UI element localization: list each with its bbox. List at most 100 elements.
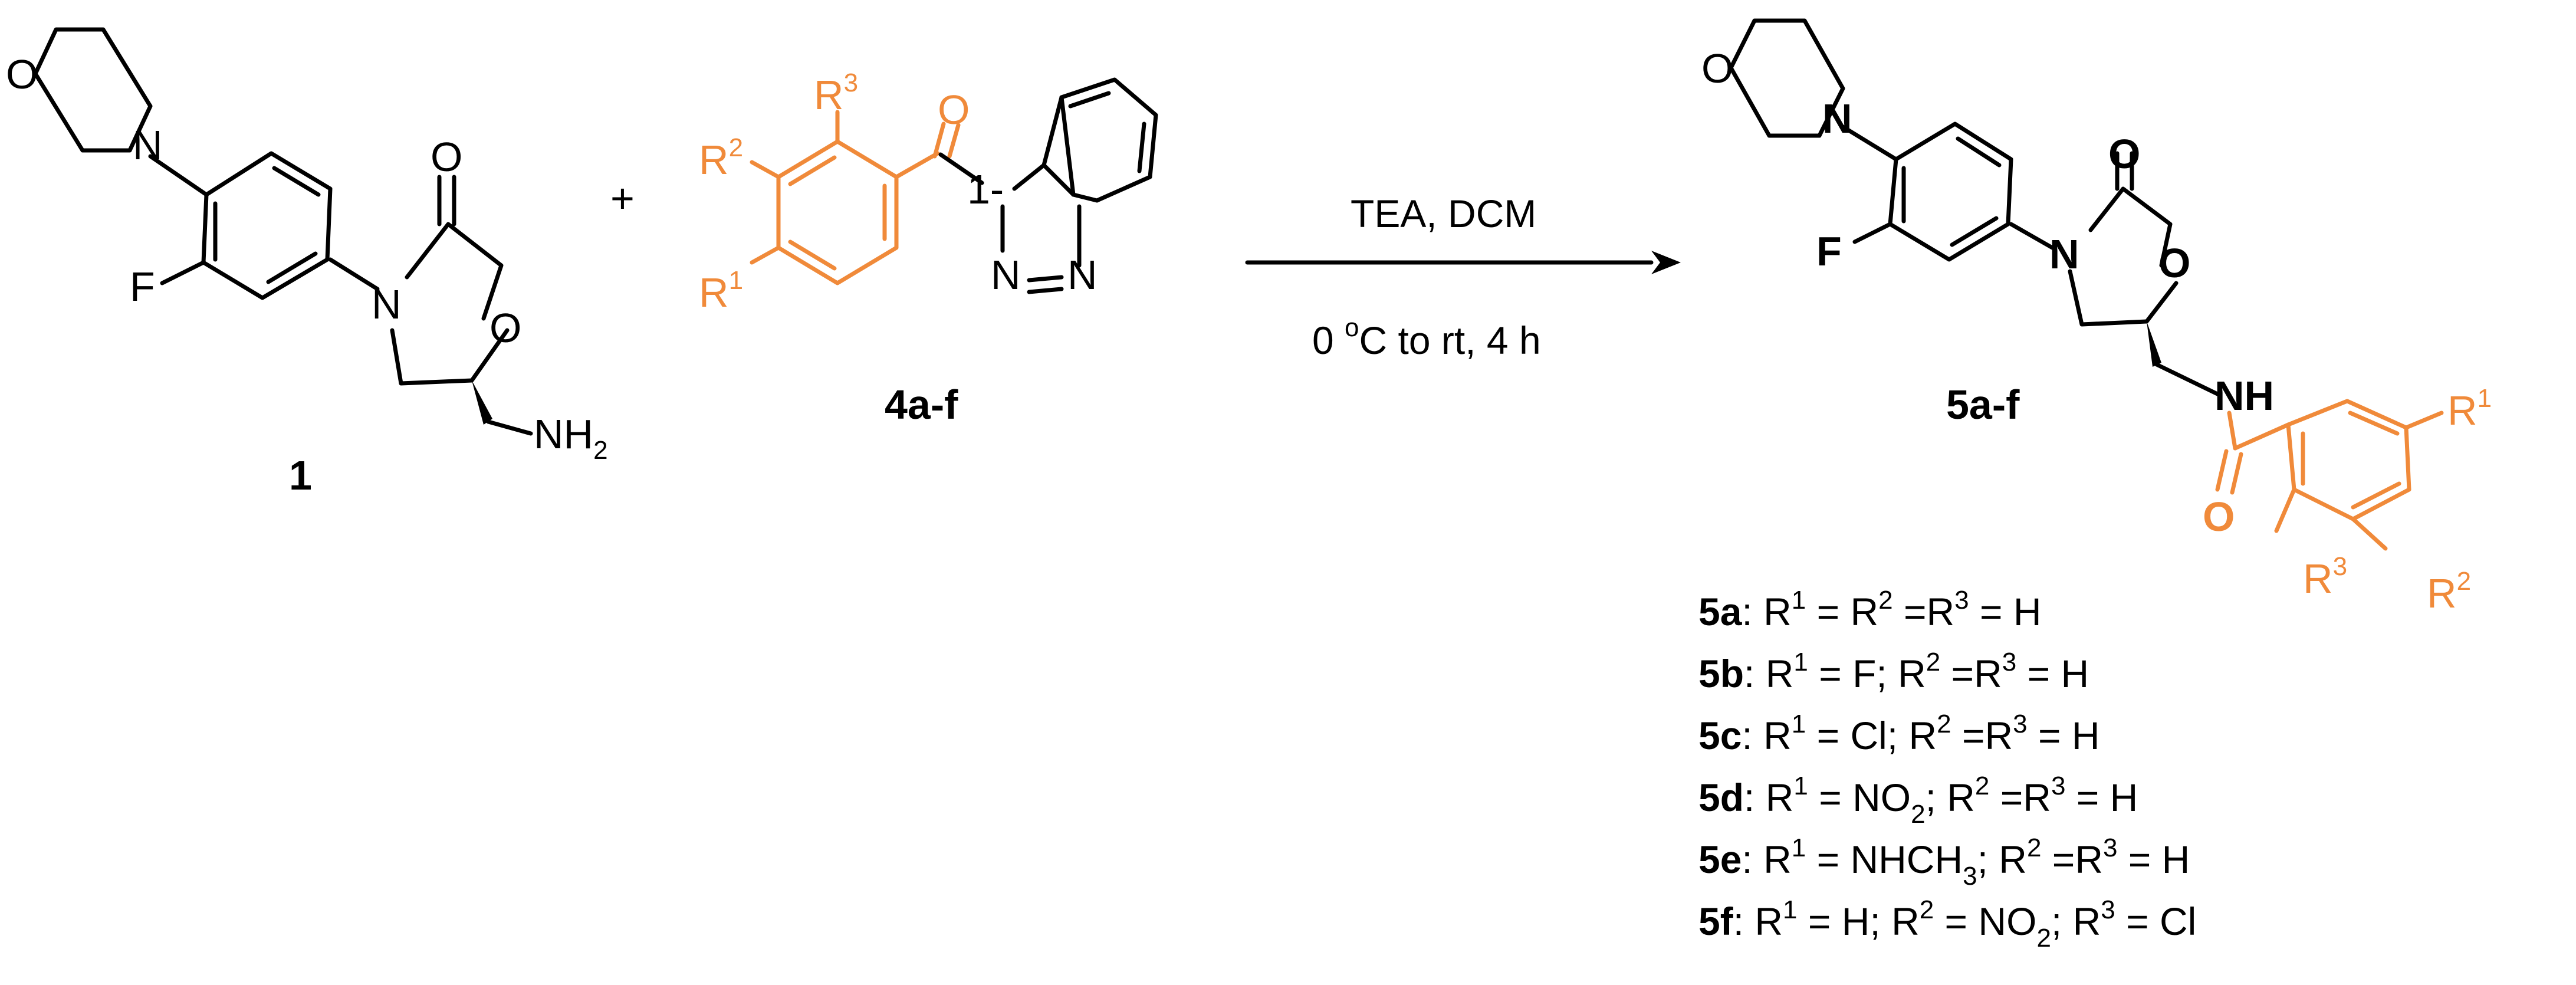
- legend-row-5c: 5c: R1 = Cl; R2 =R3 = H: [1698, 710, 2100, 757]
- arrow-head: [1651, 251, 1681, 274]
- plus-sign: +: [610, 175, 635, 221]
- legend-compound-id: 5d: [1698, 776, 1744, 819]
- morpholine-ring-bonds: [33, 27, 153, 153]
- legend-part: =R: [1989, 776, 2051, 819]
- prod-ox-n-label: N: [2049, 231, 2079, 277]
- legend-part: =R: [1940, 652, 2002, 695]
- amide-co-a: [2215, 449, 2229, 492]
- bt-double-1: [1068, 91, 1111, 109]
- legend-part: : R: [1742, 590, 1791, 633]
- prod-co-o-label: O: [2108, 131, 2140, 177]
- r1-bond: [750, 245, 781, 265]
- n-aryl-bond-2: [328, 257, 380, 291]
- amide-n-c: [2227, 411, 2237, 451]
- triazole-fuse-a: [1041, 95, 1064, 168]
- legend-part: 3: [1954, 586, 1969, 615]
- legend-part: = F; R: [1808, 652, 1926, 695]
- legend-compound-id: 5a: [1698, 590, 1743, 633]
- legend-part: = NO: [1808, 776, 1911, 819]
- prod-nh-label: NH: [2214, 373, 2274, 419]
- legend-part: ; R: [1926, 776, 1975, 819]
- prod-ox-top: [2088, 186, 2173, 268]
- legend-part: 1: [1793, 771, 1808, 800]
- legend-row-5d: 5d: R1 = NO2; R2 =R3 = H: [1698, 771, 2138, 829]
- legend-part: : R: [1742, 838, 1791, 881]
- legend-row-5e: 5e: R1 = NHCH3; R2 =R3 = H: [1698, 833, 2190, 891]
- prod-ch2-n: [2154, 362, 2220, 396]
- fluorine-label: F: [130, 264, 155, 310]
- acyl-c-o-a: [932, 122, 946, 159]
- legend-row-5a: 5a: R1 = R2 =R3 = H: [1698, 586, 2042, 633]
- legend-part: 2: [2027, 833, 2041, 862]
- legend-part: 3: [2103, 833, 2117, 862]
- legend-part: 2: [2036, 924, 2051, 953]
- phenyl-ring: [201, 151, 333, 300]
- legend-part: 3: [2013, 710, 2027, 738]
- prod-morph-o-label: O: [1701, 45, 1733, 91]
- legend-part: 3: [2101, 895, 2115, 924]
- legend-part: : R: [1744, 776, 1793, 819]
- amide-c-ar: [2233, 422, 2291, 451]
- prod-ox-o-label: O: [2158, 240, 2190, 286]
- legend-part: = H: [1969, 590, 2042, 633]
- legend-part: 3: [1963, 862, 1977, 891]
- triazole-top: [1012, 163, 1076, 197]
- prod-bz-d1: [2348, 411, 2400, 436]
- amide-co-b: [2230, 452, 2243, 495]
- reagent-4a-f: R3 R2 R1 O 1- N N 4a-f: [699, 68, 1158, 428]
- morpholine-o-label: O: [6, 51, 38, 97]
- reagent-label: 4a-f: [885, 382, 958, 428]
- r3-label: R3: [814, 68, 858, 118]
- legend-part: = H: [2016, 652, 2089, 695]
- legend-part: 2: [1926, 648, 1940, 677]
- benzoyl-ring: [776, 139, 899, 285]
- legend-part: =R: [1951, 714, 2013, 757]
- prod-wedge: [2147, 321, 2161, 367]
- prod-phenyl-d2: [1950, 216, 1999, 247]
- prod-n-aryl-2: [2009, 222, 2055, 250]
- prod-r2-label: R2: [2427, 567, 2471, 616]
- legend-part: 3: [2051, 771, 2065, 800]
- legend-part: 1: [1783, 895, 1797, 924]
- amine-label: NH2: [534, 411, 608, 465]
- triazole-n-n-2b: [1027, 287, 1064, 294]
- legend-part: 3: [2002, 648, 2016, 677]
- prod-r2-bond: [2351, 517, 2388, 551]
- stereo-wedge: [472, 380, 492, 425]
- legend-part: ; R: [1977, 838, 2027, 881]
- compound-1: O N F N O O NH2 1: [6, 27, 608, 498]
- benzoyl-double-3: [788, 239, 837, 271]
- legend-part: ; R: [2051, 899, 2101, 943]
- n-aryl-bond: [148, 154, 209, 197]
- legend-part: 1: [1792, 710, 1806, 738]
- r2-label: R2: [699, 133, 743, 183]
- legend-part: 2: [1911, 800, 1925, 829]
- legend-compound-id: 5b: [1698, 652, 1744, 695]
- phenyl-double-2: [266, 251, 318, 284]
- legend-part: 2: [1975, 771, 1989, 800]
- legend-compound-id: 5c: [1698, 714, 1742, 757]
- legend-part: = H: [2117, 838, 2190, 881]
- conditions-below: 0 oC to rt, 4 h: [1312, 313, 1541, 362]
- legend-part: =R: [2041, 838, 2103, 881]
- prod-n-aryl: [1841, 124, 1898, 162]
- bt-double-2: [1137, 122, 1146, 173]
- prod-f-label: F: [1816, 228, 1842, 274]
- legend-compound-id: 5f: [1698, 899, 1734, 943]
- r2-bond: [750, 160, 781, 179]
- triazole-n-n-2a: [1027, 275, 1064, 283]
- prod-ox-bottom: [2068, 269, 2179, 327]
- legend-part: = NHCH: [1806, 838, 1963, 881]
- substituent-legend: 5a: R1 = R2 =R3 = H5b: R1 = F; R2 =R3 = …: [1698, 586, 2196, 953]
- legend-row-5b: 5b: R1 = F; R2 =R3 = H: [1698, 648, 2089, 695]
- legend-part: = Cl; R: [1806, 714, 1937, 757]
- product-5a-f: O N F N O O NH O R1 R3 R2 5a-f: [1701, 18, 2492, 616]
- legend-part: 2: [1937, 710, 1951, 738]
- prod-morpholine: [1729, 18, 1845, 138]
- triazole-n1-label: 1-: [967, 166, 1004, 212]
- carbonyl-o-label: O: [431, 134, 462, 180]
- acyl-c-o-b: [947, 123, 961, 159]
- prod-amide-o-label: O: [2203, 494, 2235, 540]
- ch2-nh2-bond: [486, 419, 533, 436]
